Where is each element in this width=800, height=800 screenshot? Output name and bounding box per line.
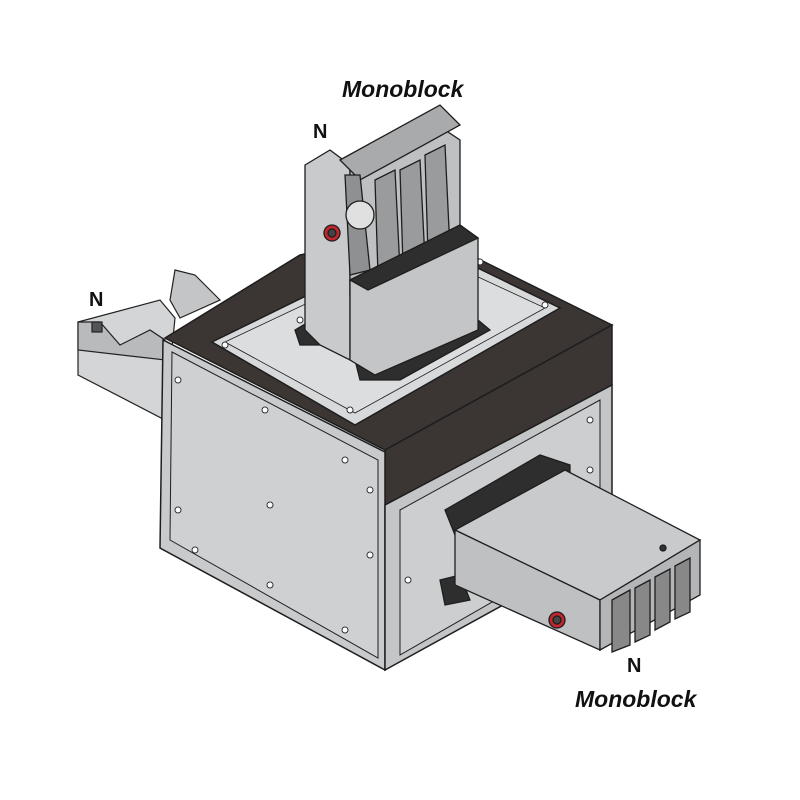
box-bolts [174,258,594,634]
top-monoblock [294,104,492,381]
left-busbar-duct [77,269,222,421]
top-monoblock-label: Monoblock [342,76,464,102]
right-monoblock-label: Monoblock [575,686,697,712]
left-neutral-label: N [89,289,104,311]
right-monoblock [439,454,702,653]
top-neutral-label: N [313,121,328,143]
right-neutral-label: N [627,655,642,677]
